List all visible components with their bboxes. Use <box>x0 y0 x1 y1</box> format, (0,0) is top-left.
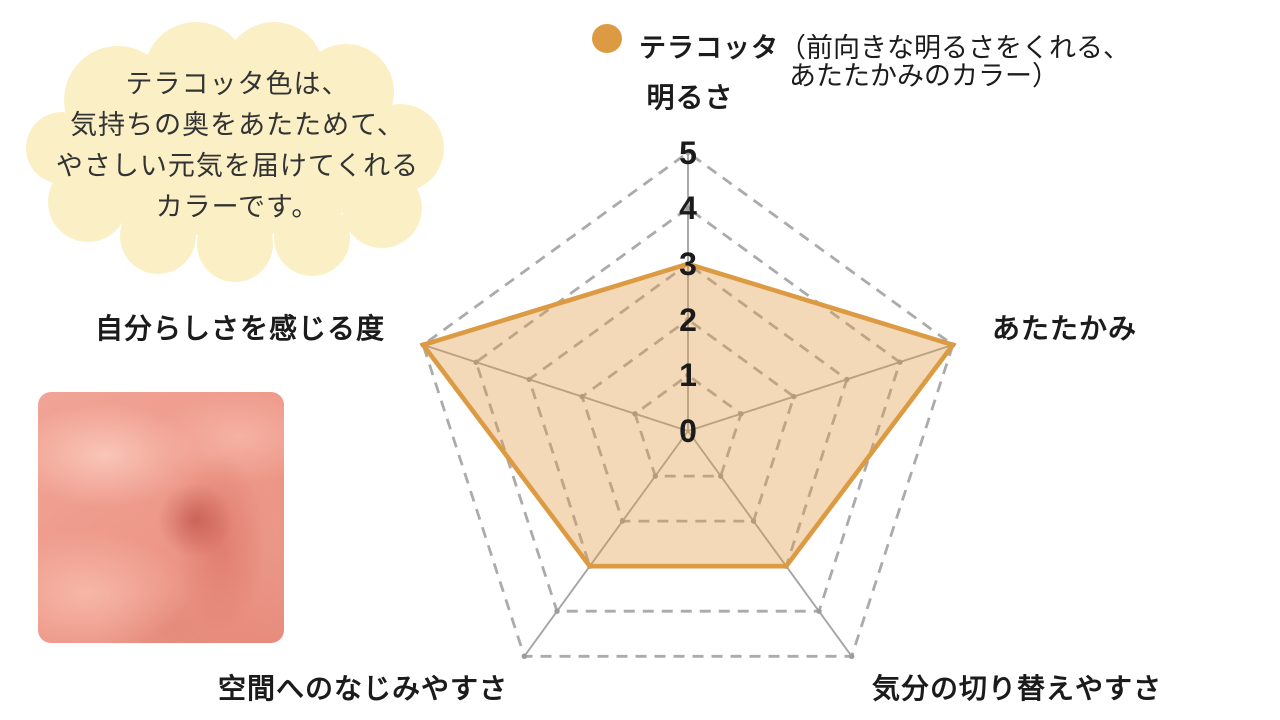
axis-label-mood-switch: 気分の切り替えやすさ <box>871 673 1163 704</box>
cloud-shape <box>26 22 444 282</box>
grid-ring <box>421 150 955 658</box>
grid-dot <box>685 372 691 378</box>
axis-label-self: 自分らしさを感じる度 <box>94 313 385 344</box>
grid-ring <box>527 262 849 568</box>
grid-dot <box>652 473 658 479</box>
grid-dot <box>632 411 638 417</box>
grid-dot <box>844 376 850 383</box>
legend-description-line1: （前向きな明るさをくれる、 <box>779 33 1130 63</box>
fabric-photo <box>38 392 284 643</box>
grid-dot <box>816 608 822 614</box>
axis-spoke <box>422 343 689 432</box>
grid-ring <box>474 206 902 613</box>
tick-label-1: 1 <box>679 357 697 394</box>
tick-label-5: 5 <box>679 134 697 171</box>
grid-dot <box>718 473 724 479</box>
grid-dot <box>579 393 585 400</box>
axis-spoke <box>687 430 853 657</box>
legend-description-line2: あたたかみのカラー） <box>789 61 1059 91</box>
grid-dot <box>685 316 691 323</box>
grid-dot <box>473 359 479 365</box>
grid-dot <box>750 518 757 524</box>
axis-spoke <box>523 430 689 657</box>
grid-ring <box>633 373 743 478</box>
data-polygon <box>419 261 957 569</box>
legend-series-name: テラコッタ <box>639 33 779 63</box>
axis-label-brightness: 明るさ <box>646 82 734 113</box>
grid-dot <box>897 359 903 365</box>
grid-ring <box>580 317 796 523</box>
grid-dot <box>738 411 744 417</box>
grid-dot <box>619 518 626 524</box>
axis-label-space-fit: 空間へのなじみやすさ <box>217 673 509 704</box>
tick-label-0: 0 <box>679 413 697 449</box>
tick-label-3: 3 <box>679 245 697 282</box>
grid-dot <box>791 393 797 400</box>
grid-dot <box>849 653 855 659</box>
callout-text: テラコッタ色は、 気持ちの奥をあたためて、 やさしい元気を届けてくれる カラーで… <box>55 69 420 222</box>
legend-swatch-icon <box>592 24 622 53</box>
grid-dot <box>521 653 527 659</box>
grid-dot <box>685 149 691 156</box>
grid-dot <box>685 205 691 211</box>
grid-dot <box>554 608 560 614</box>
axis-label-warmth: あたたかみ <box>992 313 1138 344</box>
axis-spoke <box>687 343 954 432</box>
tick-label-4: 4 <box>679 190 697 227</box>
tick-label-2: 2 <box>679 301 697 338</box>
callout-cloud <box>26 22 444 282</box>
grid-dot <box>526 376 532 383</box>
legend-line1: テラコッタ（前向きな明るさをくれる、 <box>639 26 1130 65</box>
